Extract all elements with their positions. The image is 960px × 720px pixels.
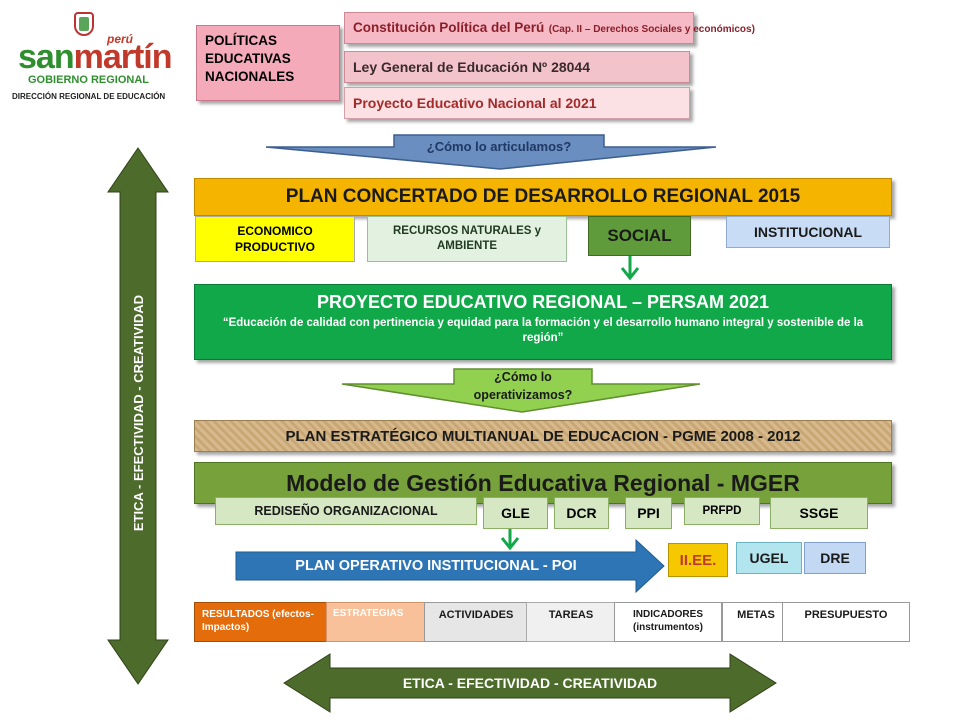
- pgme-title: PLAN ESTRATÉGICO MULTIANUAL DE EDUCACION…: [194, 420, 892, 452]
- logo-peru: perú: [107, 32, 134, 46]
- horizontal-arrow-label: ETICA - EFECTIVIDAD - CREATIVIDAD: [402, 675, 658, 691]
- instance-ugel: UGEL: [736, 542, 802, 574]
- poi-col-tareas: TAREAS: [526, 602, 616, 642]
- poi-col-metas: METAS: [722, 602, 790, 642]
- logo-office: DIRECCIÓN REGIONAL DE EDUCACIÓN: [12, 92, 166, 101]
- horizontal-arrow: [283, 653, 777, 713]
- plan-concertado-title: PLAN CONCERTADO DE DESARROLLO REGIONAL 2…: [194, 178, 892, 216]
- mger-ppi: PPI: [625, 497, 672, 529]
- mger-rediseno: REDISEÑO ORGANIZACIONAL: [215, 497, 477, 525]
- poi-col-estrategias: ESTRATEGIAS: [326, 602, 426, 642]
- poi-col-presupuesto: PRESUPUESTO: [782, 602, 910, 642]
- logo: perú sanmartín GOBIERNO REGIONAL DIRECCI…: [12, 12, 173, 102]
- politicas-label: POLÍTICAS EDUCATIVAS NACIONALES: [196, 25, 340, 101]
- constitucion-box: Constitución Política del Perú (Cap. II …: [344, 12, 755, 44]
- poi-title: PLAN OPERATIVO INSTITUCIONAL - POI: [295, 558, 577, 574]
- eje-recursos-naturales: RECURSOS NATURALES y AMBIENTE: [367, 216, 567, 262]
- constitucion-main: Constitución Política del Perú: [353, 20, 545, 35]
- operativizamos-arrow: [341, 368, 701, 413]
- operativizamos-label: ¿Cómo lo operativizamos?: [473, 370, 573, 402]
- mger-gle: GLE: [483, 497, 548, 529]
- persam-title: PROYECTO EDUCATIVO REGIONAL – PERSAM 202…: [316, 292, 770, 312]
- poi-col-actividades: ACTIVIDADES: [424, 602, 528, 642]
- vertical-arrow: [107, 147, 169, 685]
- proyecto-nacional-box: Proyecto Educativo Nacional al 2021: [344, 87, 690, 119]
- poi-col-resultados: RESULTADOS (efectos-Impactos): [194, 602, 330, 642]
- articulamos-arrow: [265, 134, 717, 170]
- vertical-arrow-label: ETICA - EFECTIVIDAD - CREATIVIDAD: [130, 294, 146, 532]
- mger-dcr: DCR: [554, 497, 609, 529]
- eje-institucional: INSTITUCIONAL: [726, 216, 890, 248]
- constitucion-note: (Cap. II – Derechos Sociales y económico…: [548, 24, 755, 35]
- logo-brand: sanmartín: [18, 38, 173, 76]
- logo-brand-san: san: [18, 38, 75, 76]
- coat-of-arms-icon: [74, 12, 94, 36]
- eje-social: SOCIAL: [588, 216, 691, 256]
- articulamos-label: ¿Cómo lo articulamos?: [426, 138, 572, 154]
- mger-prfpd: PRFPD: [684, 497, 760, 525]
- instance-dre: DRE: [804, 542, 866, 574]
- persam-subtitle: “Educación de calidad con pertinencia y …: [222, 317, 864, 344]
- poi-arrow: [235, 538, 665, 594]
- ley-box: Ley General de Educación Nº 28044: [344, 51, 690, 83]
- poi-col-indicadores: INDICADORES (instrumentos): [614, 602, 722, 642]
- logo-subtitle: GOBIERNO REGIONAL: [28, 74, 150, 86]
- eje-economico: ECONOMICO PRODUCTIVO: [195, 216, 355, 262]
- persam-box: PROYECTO EDUCATIVO REGIONAL – PERSAM 202…: [194, 284, 892, 360]
- social-down-arrow: [620, 255, 640, 281]
- gle-down-arrow: [500, 529, 520, 551]
- logo-brand-martin: martín: [73, 38, 173, 76]
- mger-ssge: SSGE: [770, 497, 868, 529]
- instance-iiee: II.EE.: [668, 543, 728, 577]
